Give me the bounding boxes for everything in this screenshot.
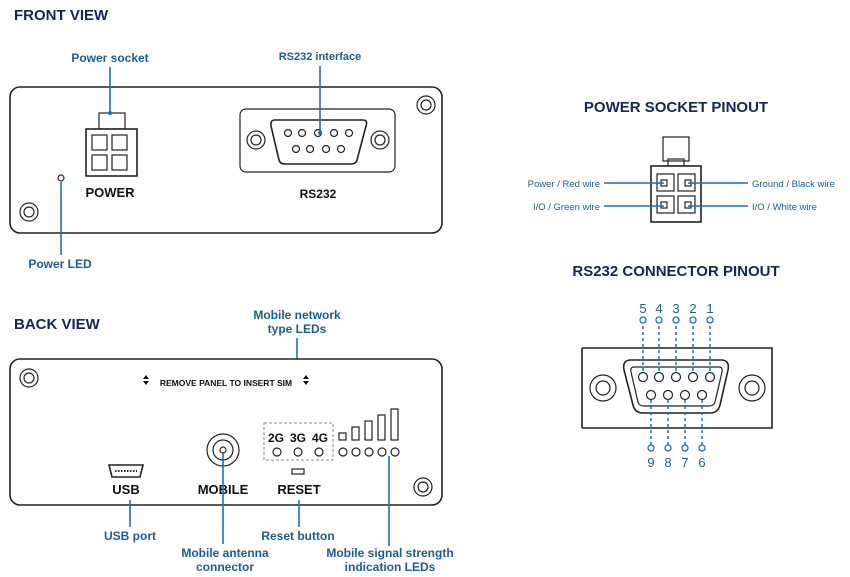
power-socket <box>85 112 138 177</box>
power-led-callout: Power LED <box>28 257 92 271</box>
pin-io-green: I/O / Green wire <box>533 202 600 213</box>
usb-port-callout: USB port <box>104 529 156 543</box>
screw-icon <box>738 374 766 402</box>
network-leds-callout-2: type LEDs <box>268 322 327 336</box>
screw-icon <box>413 477 433 497</box>
reset-button-callout: Reset button <box>261 529 334 543</box>
signal-led <box>390 447 400 457</box>
rs232-port <box>239 108 396 173</box>
screw-icon <box>19 202 39 222</box>
pin-number: 5 <box>639 301 646 316</box>
screw-icon <box>416 95 436 115</box>
pin-number: 2 <box>689 301 696 316</box>
pin-number: 4 <box>655 301 662 316</box>
net-3g-label: 3G <box>290 431 306 445</box>
pin-number: 6 <box>698 455 705 470</box>
sim-arrow-icon <box>143 375 149 385</box>
pin-number: 3 <box>672 301 679 316</box>
signal-led <box>364 447 374 457</box>
signal-leds-callout: Mobile signal strength <box>326 546 453 560</box>
pin-number: 1 <box>706 301 713 316</box>
sim-arrow-icon <box>303 375 309 385</box>
network-leds-group <box>263 422 334 461</box>
led-2g <box>272 447 282 457</box>
front-view: FRONT VIEW Power socket RS232 interface … <box>9 7 443 271</box>
signal-strength-bars <box>338 408 399 441</box>
power-label: POWER <box>85 185 135 200</box>
socket-latch <box>662 136 690 162</box>
sim-notice: REMOVE PANEL TO INSERT SIM <box>160 378 292 388</box>
reset-button <box>291 468 305 475</box>
antenna-callout: Mobile antenna <box>181 546 269 560</box>
usb-port <box>107 464 145 478</box>
rs232-pinout-title: RS232 CONNECTOR PINOUT <box>572 263 779 280</box>
power-led <box>57 174 65 182</box>
pin-power-red: Power / Red wire <box>528 179 600 190</box>
power-socket-callout: Power socket <box>71 51 148 65</box>
led-3g <box>293 447 303 457</box>
signal-led <box>338 447 348 457</box>
pin-number: 9 <box>647 455 654 470</box>
power-socket-pinout: POWER SOCKET PINOUT Power / Red wire I/O… <box>528 99 835 223</box>
front-view-title: FRONT VIEW <box>14 7 109 24</box>
pin-ground-black: Ground / Black wire <box>752 179 835 190</box>
net-4g-label: 4G <box>312 431 328 445</box>
pin-number: 7 <box>681 455 688 470</box>
network-leds-callout: Mobile network <box>253 308 341 322</box>
net-2g-label: 2G <box>268 431 284 445</box>
led-4g <box>314 447 324 457</box>
rs232-interface-callout: RS232 interface <box>279 51 362 63</box>
power-pinout-title: POWER SOCKET PINOUT <box>584 99 768 116</box>
signal-led <box>377 447 387 457</box>
antenna-callout-2: connector <box>196 560 254 574</box>
signal-leds-callout-2: indication LEDs <box>345 560 436 574</box>
signal-led <box>351 447 361 457</box>
usb-label: USB <box>112 482 139 497</box>
rs232-connector-pinout: RS232 CONNECTOR PINOUT 5 4 3 2 1 <box>572 263 779 470</box>
screw-icon <box>589 374 617 402</box>
screw-icon <box>19 368 39 388</box>
pin-io-white: I/O / White wire <box>752 202 817 213</box>
back-view-title: BACK VIEW <box>14 316 101 333</box>
pin-number: 8 <box>664 455 671 470</box>
reset-label: RESET <box>277 482 320 497</box>
back-view: BACK VIEW Mobile network type LEDs REMOV… <box>9 308 454 574</box>
rs232-label: RS232 <box>300 187 337 201</box>
